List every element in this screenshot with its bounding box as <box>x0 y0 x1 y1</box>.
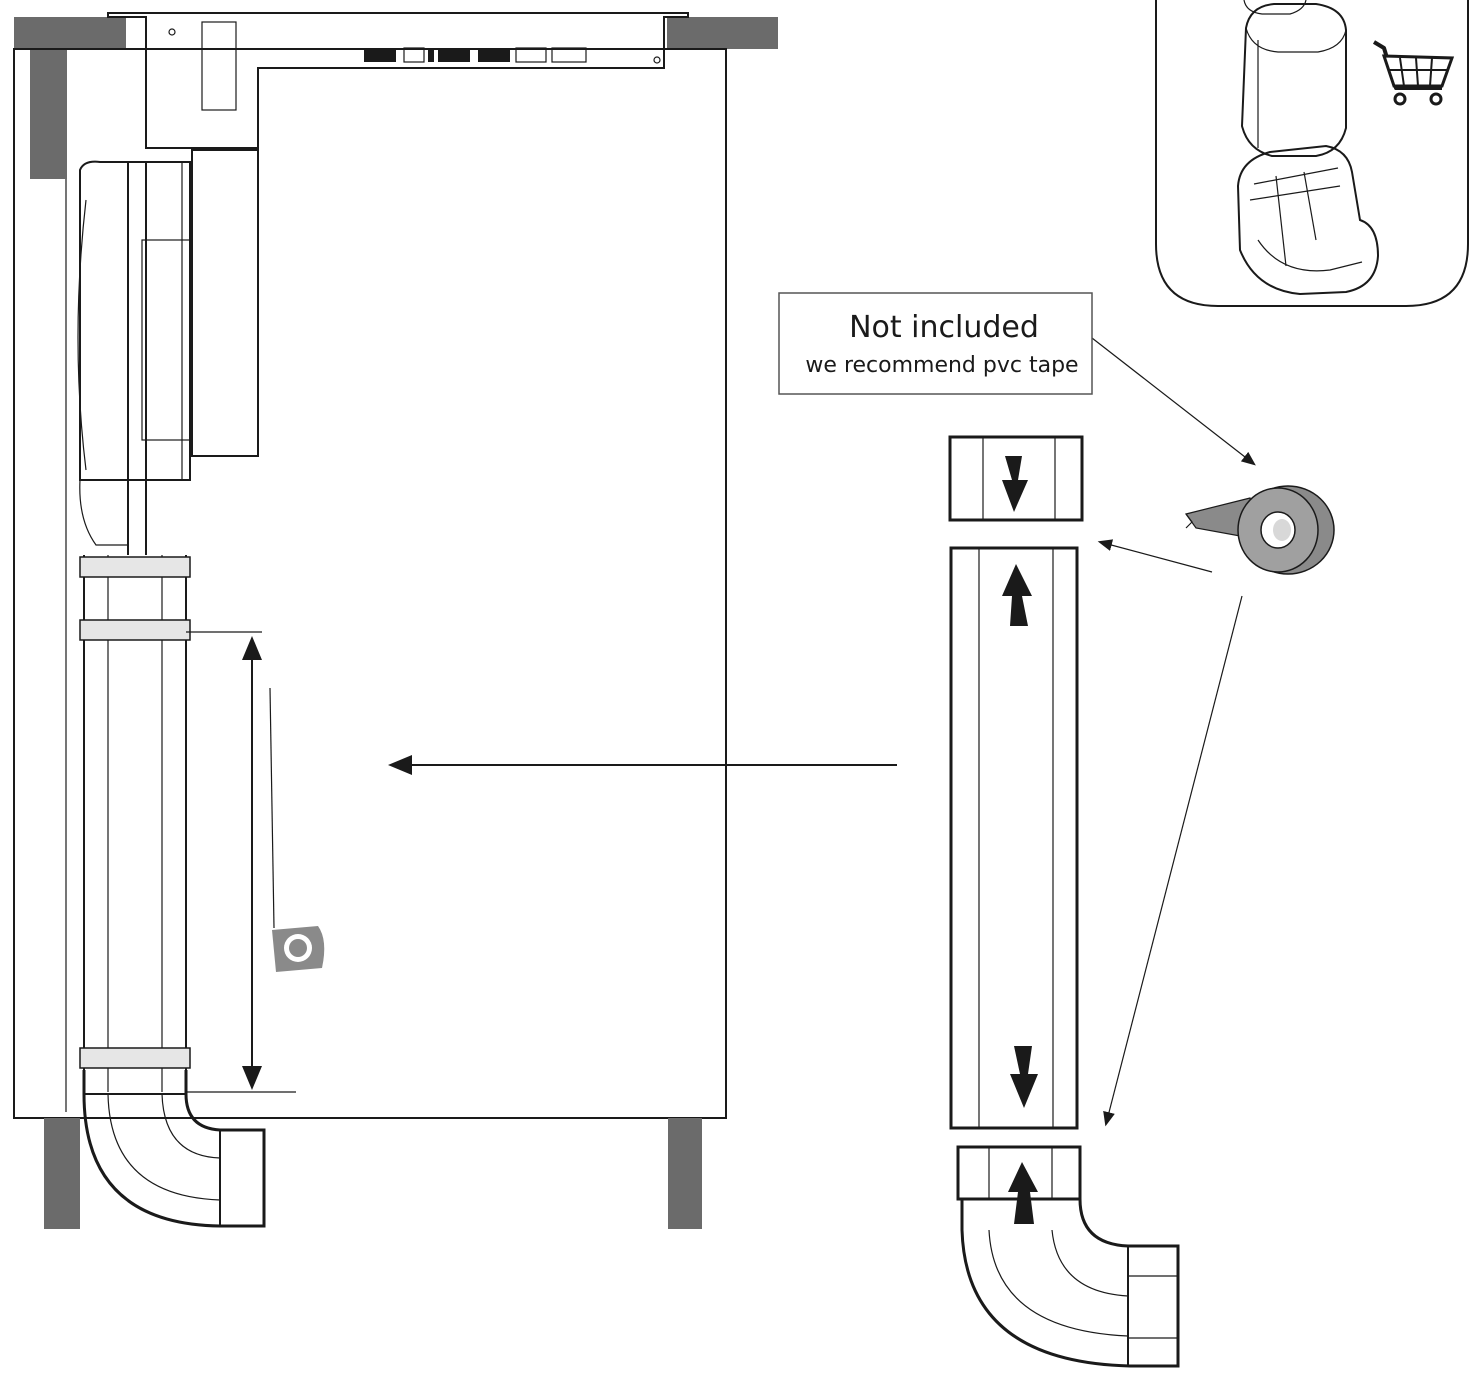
duct-elbow-left <box>82 1070 266 1228</box>
exploded-duct-parts <box>948 337 1335 1368</box>
duct-elbow-right <box>956 1145 1180 1368</box>
callout-subtitle: we recommend pvc tape <box>805 353 1078 378</box>
tape-band-1 <box>79 556 191 578</box>
cabinet-side-dark <box>30 49 67 179</box>
cabinet-body <box>13 48 727 1119</box>
cabinet-assembly <box>13 12 778 1229</box>
cabinet-leg-left <box>44 1118 80 1229</box>
tape-roll-icon <box>1184 485 1335 575</box>
tape-band-3 <box>79 1047 191 1069</box>
parts-duct-elbow <box>1236 144 1380 296</box>
worktop-left <box>14 17 126 49</box>
cabinet-leg-right <box>668 1118 702 1229</box>
hob-unit <box>77 12 689 555</box>
purchase-parts-panel <box>1155 0 1469 307</box>
duct-piece-long <box>949 546 1079 1130</box>
not-included-callout: Not included we recommend pvc tape <box>778 292 1093 395</box>
callout-title: Not included <box>849 310 1039 345</box>
hob-controls <box>364 47 587 63</box>
vertical-duct <box>79 555 191 1092</box>
tape-band-2 <box>79 619 191 641</box>
shopping-cart-icon <box>1372 40 1455 106</box>
height-dimension <box>186 631 296 1093</box>
tape-roll-small <box>269 687 325 972</box>
parts-duct-segment <box>1240 3 1347 157</box>
worktop-right <box>667 17 778 49</box>
duct-piece-short <box>948 435 1084 522</box>
